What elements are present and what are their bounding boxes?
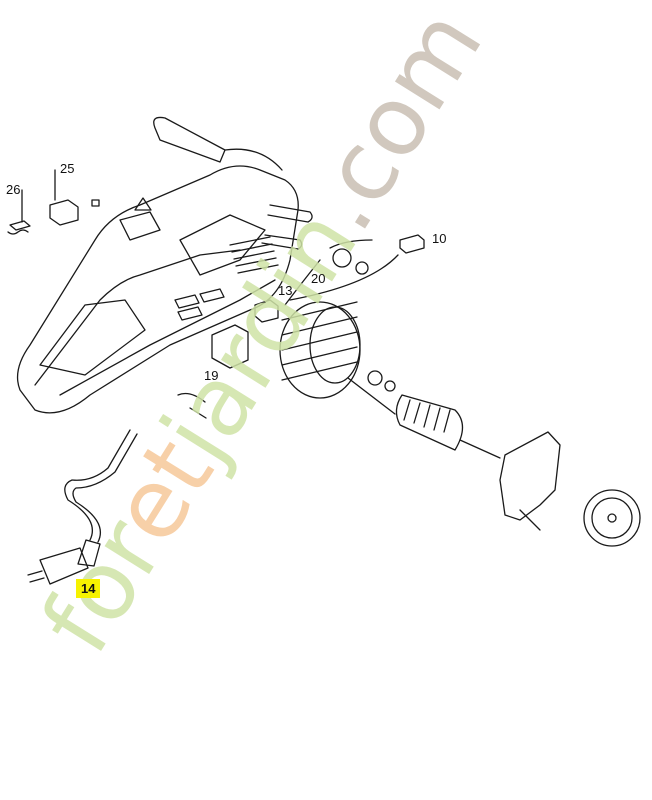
motor-housing [16, 116, 313, 414]
wiring [284, 234, 425, 306]
screw [347, 377, 396, 415]
part-label-26[interactable]: 26 [6, 182, 21, 197]
fan [583, 489, 641, 547]
stator [279, 301, 361, 399]
bearing [367, 370, 383, 386]
part-label-14[interactable]: 14 [76, 579, 101, 598]
part-label-13[interactable]: 13 [278, 283, 293, 298]
end-cap [499, 431, 561, 531]
armature [395, 394, 501, 459]
switch-assembly [177, 299, 279, 419]
brush-holder [7, 169, 100, 235]
part-label-19[interactable]: 19 [204, 368, 219, 383]
part-label-25[interactable]: 25 [60, 161, 75, 176]
power-cord [27, 429, 138, 593]
part-label-20[interactable]: 20 [311, 271, 326, 286]
part-label-10[interactable]: 10 [432, 231, 447, 246]
